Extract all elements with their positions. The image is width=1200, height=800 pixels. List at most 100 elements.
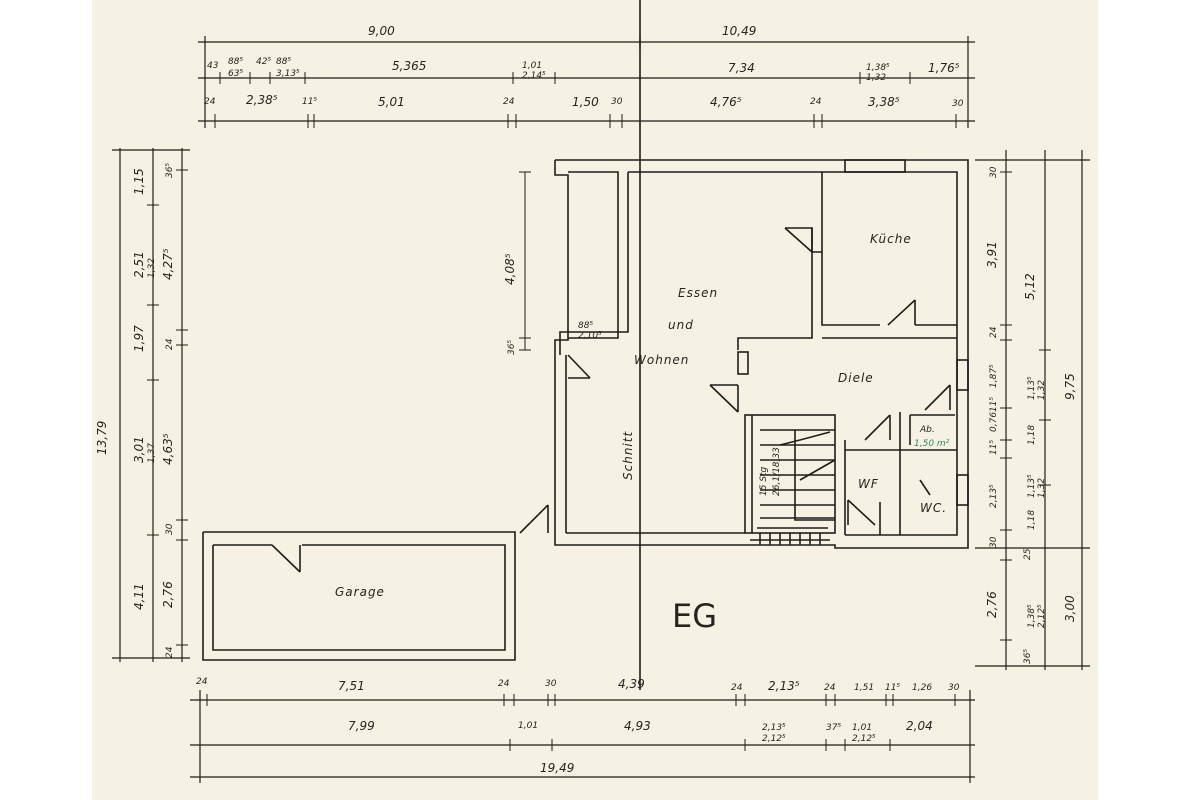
dim-left-r1: 3,01 xyxy=(132,436,146,463)
room-label-and: und xyxy=(668,318,694,332)
dim-top-r3: 2,38⁵ xyxy=(246,93,278,107)
room-label-garage: Garage xyxy=(335,585,385,599)
room-label-hall: Diele xyxy=(838,371,874,385)
house-walls xyxy=(519,159,969,549)
dim-top-r3: 24 xyxy=(204,97,216,107)
bottom-dimension-lines xyxy=(190,690,975,783)
dim-left-r2: 24 xyxy=(165,646,175,658)
dim-left-r1: 1,37 xyxy=(147,443,157,463)
dim-right-r2: 1,13⁵ xyxy=(1027,376,1037,400)
dim-left-r2: 24 xyxy=(165,338,175,350)
room-label-wf: WF xyxy=(858,477,879,491)
dim-top-r3: 30 xyxy=(611,97,623,107)
dim-top-r2: 43 xyxy=(207,61,219,71)
dim-right-r1: 0,76 xyxy=(989,412,999,432)
dim-top-r2: 63⁵ xyxy=(228,69,243,79)
dim-top-r2: 88⁵ xyxy=(228,57,243,67)
left-dimension-lines xyxy=(112,148,190,662)
dim-bottom-r2: 2,13⁵ xyxy=(762,723,786,733)
dim-bottom-r2: 37⁵ xyxy=(826,723,841,733)
dim-left-r1: 1,97 xyxy=(132,325,146,352)
dim-left-r1: 1,32 xyxy=(147,258,157,278)
dim-bottom-r1: 1,51 xyxy=(854,683,874,693)
right-dimension-lines xyxy=(975,150,1090,670)
dim-right-r2: 1,32 xyxy=(1037,380,1047,400)
area-note: 1,50 m² xyxy=(914,439,950,449)
dim-right-r1: 30 xyxy=(989,536,999,548)
stair-rise-label: 26,1/18,33 xyxy=(772,447,782,496)
dim-bottom-r1: 30 xyxy=(545,679,557,689)
dim-left-r2: 2,76 xyxy=(161,581,175,608)
dim-top-r2: 1,38⁵ xyxy=(866,63,890,73)
dim-bottom-r2: 1,01 xyxy=(852,723,872,733)
dim-left-r1: 2,51 xyxy=(132,251,146,278)
dim-bottom-r2: 7,99 xyxy=(348,719,375,733)
dim-top-r2: 3,13⁵ xyxy=(276,69,300,79)
dim-left-r1: 4,11 xyxy=(132,583,146,610)
dim-top-r2: 5,365 xyxy=(392,59,426,73)
dim-bottom-r1: 2,13⁵ xyxy=(768,679,800,693)
dim-top-r2: 1,01 xyxy=(522,61,542,71)
dim-top-r3: 1,50 xyxy=(572,95,599,109)
room-label-storage: Ab. xyxy=(919,425,935,435)
interior-dimension-line xyxy=(519,171,531,351)
dim-top-r3: 4,76⁵ xyxy=(710,95,742,109)
dim-right-r2: 2,12⁵ xyxy=(1037,604,1047,628)
dim-top-r2: 7,34 xyxy=(728,61,755,75)
dim-right-r2: 1,18 xyxy=(1027,510,1037,530)
dim-right-r3: 3,00 xyxy=(1063,595,1077,622)
dim-top-total-left: 9,00 xyxy=(368,24,395,38)
drawing-sheet xyxy=(92,0,1098,800)
dim-left-r2: 4,63⁵ xyxy=(161,433,175,465)
dim-right-r2: 1,38⁵ xyxy=(1027,604,1037,628)
dim-right-r1: 24 xyxy=(989,326,999,338)
dim-top-r3: 24 xyxy=(503,97,515,107)
dim-right-r2: 1,13⁵ xyxy=(1027,474,1037,498)
section-label: Schnitt xyxy=(621,431,635,480)
dim-right-r1: 30 xyxy=(989,166,999,178)
dim-bottom-r1: 24 xyxy=(498,679,510,689)
dim-left-r2: 36⁵ xyxy=(165,163,175,178)
dim-left-r2: 4,27⁵ xyxy=(161,248,175,280)
dim-bottom-r1: 24 xyxy=(824,683,836,693)
dim-right-r2: 1,18 xyxy=(1027,425,1037,445)
dim-right-r1: 1,87⁵ xyxy=(989,364,999,388)
dim-top-r2: 42⁵ xyxy=(256,57,271,67)
top-dimension-lines xyxy=(198,36,975,128)
stair-label: 15 Stg xyxy=(759,466,769,496)
dim-left-r2: 30 xyxy=(165,523,175,535)
dim-left-r1: 1,15 xyxy=(132,168,146,195)
dim-top-r2: 1,76⁵ xyxy=(928,61,960,75)
dim-top-r3: 3,38⁵ xyxy=(868,95,900,109)
dim-bottom-r1: 24 xyxy=(196,677,208,687)
dim-bottom-r2: 2,04 xyxy=(906,719,933,733)
dim-bottom-r1: 1,26 xyxy=(912,683,932,693)
dim-bottom-r2: 4,93 xyxy=(624,719,651,733)
room-label-dining: Essen xyxy=(678,286,718,300)
dim-left-total: 13,79 xyxy=(95,421,109,455)
dim-bottom-r1: 30 xyxy=(948,683,960,693)
dim-bottom-r2: 1,01 xyxy=(518,721,538,731)
dim-top-r2: 2,14⁵ xyxy=(522,71,546,81)
garage-walls xyxy=(202,531,516,661)
dim-right-r3: 9,75 xyxy=(1063,373,1077,400)
dim-right-r1: 11⁵ xyxy=(989,397,999,412)
dim-top-r2: 88⁵ xyxy=(276,57,291,67)
floor-label: EG xyxy=(672,597,717,635)
dim-right-r1: 25 xyxy=(1023,548,1033,560)
dim-right-r1: 36⁵ xyxy=(1023,649,1033,664)
dim-top-r3: 5,01 xyxy=(378,95,405,109)
dim-right-r2: 5,12 xyxy=(1023,273,1037,300)
dim-bottom-r1: 4,39 xyxy=(618,677,645,691)
dim-interior: 88⁵ xyxy=(578,321,593,331)
dim-bottom-r1: 11⁵ xyxy=(885,683,900,693)
dim-right-r1: 2,76 xyxy=(985,591,999,618)
dim-interior: 36⁵ xyxy=(507,340,517,355)
dim-bottom-total: 19,49 xyxy=(540,761,574,775)
room-label-wc: WC. xyxy=(920,501,947,515)
dim-top-total-right: 10,49 xyxy=(722,24,756,38)
dim-top-r2: 1,32 xyxy=(866,73,886,83)
dim-top-r3: 24 xyxy=(810,97,822,107)
dim-top-r3: 11⁵ xyxy=(302,97,317,107)
